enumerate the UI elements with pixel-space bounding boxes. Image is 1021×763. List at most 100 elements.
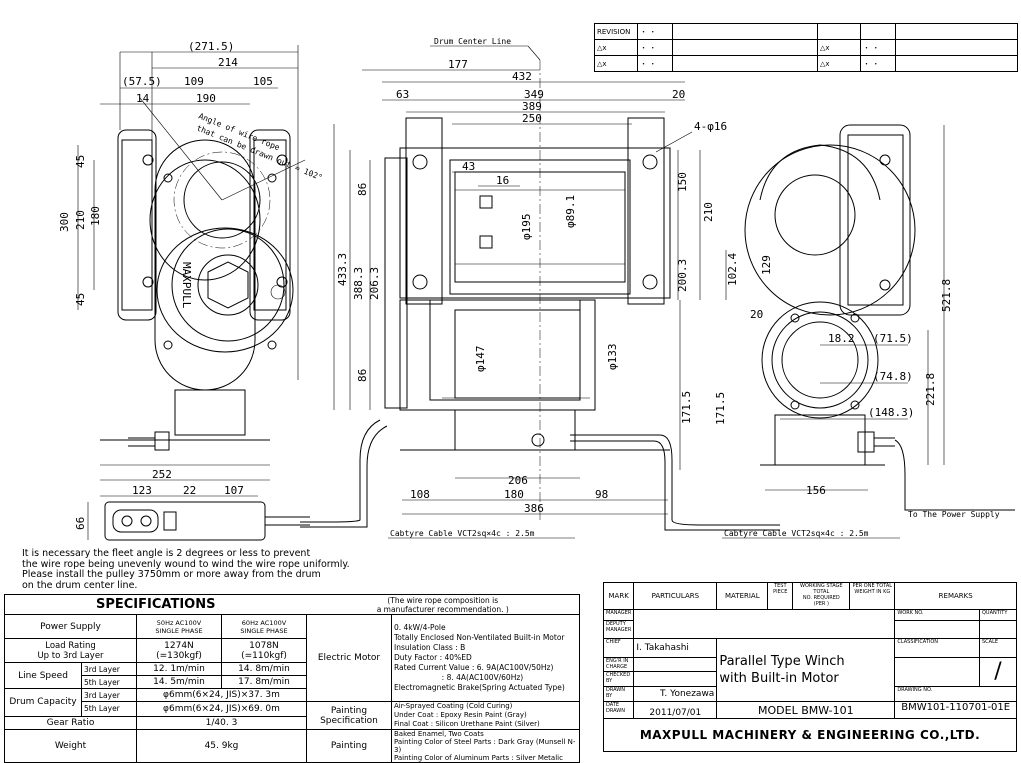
specifications-table: SPECIFICATIONS (The wire rope compositio… bbox=[4, 594, 581, 763]
company-name: MAXPULL MACHINERY & ENGINEERING CO.,LTD. bbox=[603, 718, 1017, 752]
dim-210: 210 bbox=[74, 210, 87, 230]
note-line: Please install the pulley 3750mm or more… bbox=[22, 569, 321, 580]
drawn-by-name: T. Yonezawa bbox=[633, 685, 718, 702]
painting-line: Painting Color of Aluminum Parts : Silve… bbox=[393, 754, 563, 762]
hdr-test: TEST bbox=[774, 583, 787, 589]
row-checked: CHECKED BY bbox=[602, 671, 635, 687]
foot-view: 252 123 22 107 66 bbox=[74, 468, 310, 541]
dim-200: 200.3 bbox=[676, 259, 689, 292]
spec-title: SPECIFICATIONS bbox=[96, 597, 216, 612]
col-60hz: 60Hz AC100V bbox=[241, 618, 287, 627]
drum-center-line-label: Drum Center Line bbox=[434, 37, 511, 46]
fleet-angle-note: It is necessary the fleet angle is 2 deg… bbox=[22, 548, 350, 591]
painting-line: Painting Color of Steel Parts : Dark Gra… bbox=[393, 738, 576, 754]
revision-mark: △x bbox=[817, 55, 861, 72]
dim-bolt: 4-φ16 bbox=[694, 120, 727, 133]
drawing-title-2: with Built-in Motor bbox=[719, 670, 839, 686]
dim-102: 102.4 bbox=[726, 253, 739, 286]
dim-22: 22 bbox=[183, 484, 196, 497]
drawing-title-1: Parallel Type Winch bbox=[719, 653, 845, 669]
hdr-weight: WEIGHT IN bbox=[854, 589, 882, 595]
dim-45-bottom: 45 bbox=[74, 293, 87, 306]
revision-date: ・ ・ bbox=[637, 23, 673, 40]
layer-5th: 5th Layer bbox=[81, 675, 137, 689]
power-supply-label: Power Supply bbox=[4, 614, 137, 639]
dim-388: 388.3 bbox=[352, 267, 365, 300]
dim-129: 129 bbox=[760, 255, 773, 275]
weight-label: Weight bbox=[4, 729, 137, 763]
dim-190: 190 bbox=[196, 92, 216, 105]
motor-line: Rated Current Value : 6. 9A(AC100V/50Hz) bbox=[393, 663, 554, 672]
dim-300: 300 bbox=[58, 212, 71, 232]
row-manager: MANAGER bbox=[602, 609, 635, 622]
revision-table: REVISION ・ ・ △x ・ ・ △x ・ ・ △x ・ ・ △x ・ ・ bbox=[594, 23, 1018, 72]
dim-20: 20 bbox=[672, 88, 685, 101]
dim-66: 66 bbox=[74, 517, 87, 530]
load-rating-sub: Up to 3rd Layer bbox=[37, 650, 104, 661]
load-rating-label: Load Rating bbox=[45, 640, 96, 651]
dim-349: 349 bbox=[524, 88, 544, 101]
dim-63: 63 bbox=[396, 88, 409, 101]
layer-5th: 5th Layer bbox=[81, 701, 137, 717]
row-date: DATE DRAWN bbox=[602, 700, 635, 720]
dim-57-5: (57.5) bbox=[122, 75, 162, 88]
gear-ratio-label: Gear Ratio bbox=[4, 715, 137, 731]
dim-171-side: 171.5 bbox=[680, 391, 693, 424]
scale-value: / bbox=[979, 657, 1017, 687]
painting-spec-line: Final Coat : Silicon Urethane Paint (Sil… bbox=[393, 720, 540, 728]
speed-3-60: 14. 8m/min bbox=[220, 662, 307, 676]
model-name: MODEL BMW-101 bbox=[716, 700, 896, 720]
revision-date: ・ ・ bbox=[860, 39, 896, 56]
speed-3-50: 12. 1m/min bbox=[135, 662, 222, 676]
dim-177: 177 bbox=[448, 58, 468, 71]
load-60: 1078N bbox=[249, 640, 279, 651]
dim-214: 214 bbox=[218, 56, 238, 69]
dim-206: 206 bbox=[508, 474, 528, 487]
hdr-kg: KG bbox=[883, 589, 891, 595]
dim-overall-width: (271.5) bbox=[188, 40, 234, 53]
dim-14: 14 bbox=[136, 92, 150, 105]
drawing-number: BMW101-110701-01E bbox=[894, 700, 1017, 720]
layer-3rd: 3rd Layer bbox=[81, 688, 137, 702]
dim-171-end: 171.5 bbox=[714, 392, 727, 425]
scale-label: SCALE bbox=[979, 637, 1017, 659]
dim-16: 16 bbox=[496, 174, 509, 187]
dim-432: 432 bbox=[512, 70, 532, 83]
revision-date: ・ ・ bbox=[860, 55, 896, 72]
col-50hz-phase: SINGLE PHASE bbox=[155, 626, 203, 635]
painting-spec-line: Under Coat : Epoxy Resin Paint (Gray) bbox=[393, 711, 527, 719]
note-line: It is necessary the fleet angle is 2 deg… bbox=[22, 548, 311, 559]
dim-389: 389 bbox=[522, 100, 542, 113]
power-supply-label: To The Power Supply bbox=[908, 510, 1000, 519]
load-60-kgf: (=110kgf) bbox=[241, 650, 287, 661]
dim-43: 43 bbox=[462, 160, 475, 173]
dim-180: 180 bbox=[504, 488, 524, 501]
dim-250: 250 bbox=[522, 112, 542, 125]
painting-spec-line: Air-Sprayed Coating (Cold Curing) bbox=[393, 702, 513, 710]
dim-45-top: 45 bbox=[74, 155, 87, 168]
gear-ratio: 1/40. 3 bbox=[135, 715, 307, 731]
hdr-required: REQUIRED bbox=[813, 595, 840, 601]
dim-433: 433.3 bbox=[336, 253, 349, 286]
speed-5-60: 17. 8m/min bbox=[220, 675, 307, 689]
dim-phi147: φ147 bbox=[474, 346, 487, 373]
classification-label: CLASSIFICATION bbox=[894, 637, 980, 659]
load-50-kgf: (=130kgf) bbox=[156, 650, 202, 661]
dim-206-v: 206.3 bbox=[368, 267, 381, 300]
dim-156: 156 bbox=[806, 484, 826, 497]
dim-108: 108 bbox=[410, 488, 430, 501]
dim-210-side: 210 bbox=[702, 202, 715, 222]
line-speed-label: Line Speed bbox=[4, 662, 82, 689]
dim-221: 221.8 bbox=[924, 373, 937, 406]
revision-mark: △x bbox=[594, 55, 638, 72]
painting-spec-sub: Specification bbox=[320, 715, 378, 726]
row-drawn: DRAWN BY bbox=[602, 685, 635, 702]
end-view: 156 102.4 129 20 18.2 (71.5) (74.8) (148… bbox=[714, 124, 1015, 539]
dim-150: 150 bbox=[676, 172, 689, 192]
motor-line: 0. 4kW/4-Pole bbox=[393, 623, 446, 632]
hdr-particulars: PARTICULARS bbox=[633, 581, 718, 611]
hdr-stage: STAGE bbox=[826, 583, 843, 589]
row-engr: ENG'R IN CHARGE bbox=[602, 657, 635, 673]
